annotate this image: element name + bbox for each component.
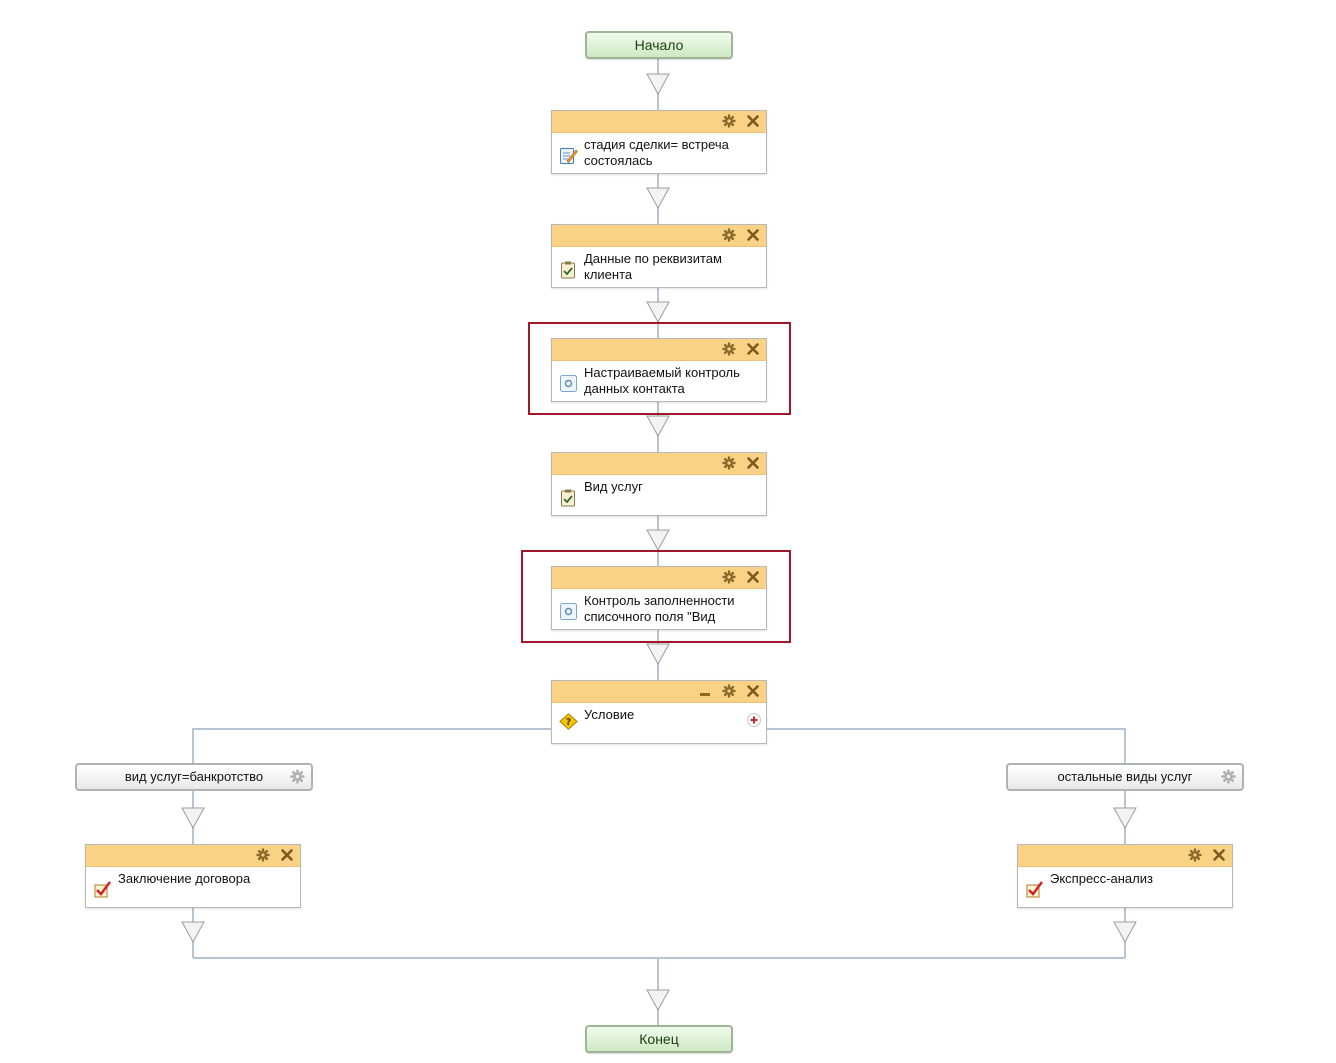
custom-activity-icon — [560, 375, 577, 392]
activity-block[interactable]: стадия сделки= встреча состоялась — [551, 110, 767, 174]
close-icon[interactable] — [746, 456, 760, 470]
arrow-down-icon — [646, 73, 670, 96]
branch-condition-label: остальные виды услуг — [1057, 769, 1193, 784]
close-icon[interactable] — [746, 228, 760, 242]
activity-header — [552, 339, 766, 361]
clipboard-check-icon — [561, 489, 575, 507]
close-icon[interactable] — [1212, 848, 1226, 862]
activity-label: Заключение договора — [118, 871, 251, 886]
close-icon[interactable] — [746, 570, 760, 584]
close-icon[interactable] — [746, 342, 760, 356]
arrow-down-icon — [646, 989, 670, 1012]
task-checkbox-icon — [1026, 881, 1043, 898]
gear-icon[interactable] — [722, 570, 736, 584]
activity-header — [552, 453, 766, 475]
arrow-down-icon — [1113, 807, 1137, 830]
gear-icon[interactable] — [722, 684, 736, 698]
gear-icon[interactable] — [722, 456, 736, 470]
activity-label: Настраиваемый контроль данных контакта — [584, 365, 740, 396]
activity-block[interactable]: Экспресс-анализ — [1017, 844, 1233, 908]
activity-block[interactable]: Данные по реквизитам клиента — [551, 224, 767, 288]
condition-question-icon: ? — [559, 713, 578, 730]
condition-block[interactable]: ? Условие — [551, 680, 767, 744]
activity-label: Вид услуг — [584, 479, 643, 494]
highlight-frame — [528, 322, 791, 415]
arrow-down-icon — [646, 301, 670, 324]
arrow-down-icon — [646, 187, 670, 210]
activity-header — [552, 111, 766, 133]
task-checkbox-icon — [94, 881, 111, 898]
gear-icon[interactable] — [1188, 848, 1202, 862]
arrow-down-icon — [646, 415, 670, 438]
branch-condition[interactable]: остальные виды услуг — [1006, 763, 1244, 791]
highlight-frame — [521, 550, 791, 643]
end-label: Конец — [639, 1031, 679, 1047]
close-icon[interactable] — [280, 848, 294, 862]
clipboard-check-icon — [561, 261, 575, 279]
arrow-down-icon — [646, 643, 670, 666]
activity-block[interactable]: Заключение договора — [85, 844, 301, 908]
branch-condition[interactable]: вид услуг=банкротство — [75, 763, 313, 791]
branch-condition-label: вид услуг=банкротство — [124, 769, 264, 784]
start-label: Начало — [634, 37, 684, 53]
gear-icon[interactable] — [256, 848, 270, 862]
activity-header — [552, 225, 766, 247]
activity-header — [86, 845, 300, 867]
edit-document-icon — [560, 148, 578, 164]
arrow-down-icon — [181, 807, 205, 830]
activity-block[interactable]: Контроль заполненности списочного поля "… — [551, 566, 767, 630]
activity-label: Данные по реквизитам клиента — [584, 251, 722, 282]
gear-icon[interactable] — [1221, 769, 1236, 784]
close-icon[interactable] — [746, 114, 760, 128]
end-node[interactable]: Конец — [585, 1025, 733, 1053]
activity-label: Экспресс-анализ — [1050, 871, 1153, 886]
arrow-down-icon — [1113, 921, 1137, 944]
gear-icon[interactable] — [722, 114, 736, 128]
connector-branch-left — [192, 728, 552, 763]
gear-icon[interactable] — [722, 228, 736, 242]
activity-header — [552, 567, 766, 589]
activity-header — [1018, 845, 1232, 867]
condition-label: Условие — [584, 707, 635, 722]
connector-branch-right — [766, 728, 1126, 763]
activity-label: стадия сделки= встреча состоялась — [584, 137, 729, 168]
activity-label: Контроль заполненности списочного поля "… — [584, 593, 735, 624]
start-node[interactable]: Начало — [585, 31, 733, 59]
collapse-icon[interactable] — [698, 684, 712, 698]
activity-block[interactable]: Вид услуг — [551, 452, 767, 516]
gear-icon[interactable] — [722, 342, 736, 356]
close-icon[interactable] — [746, 684, 760, 698]
activity-block[interactable]: Настраиваемый контроль данных контакта — [551, 338, 767, 402]
svg-text:?: ? — [566, 717, 572, 728]
add-branch-icon[interactable] — [746, 712, 762, 728]
condition-header — [552, 681, 766, 703]
arrow-down-icon — [646, 529, 670, 552]
gear-icon[interactable] — [290, 769, 305, 784]
arrow-down-icon — [181, 921, 205, 944]
custom-activity-icon — [560, 603, 577, 620]
